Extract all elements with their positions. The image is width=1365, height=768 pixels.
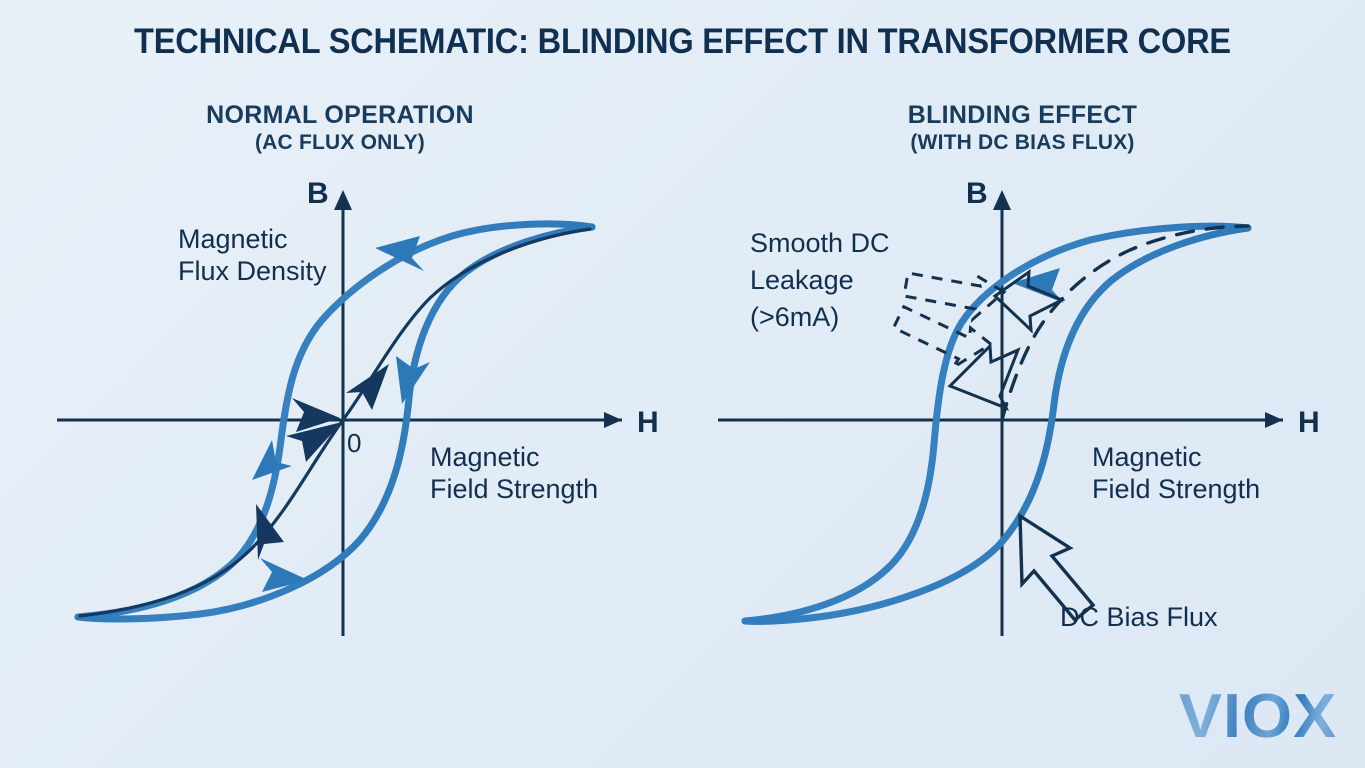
smooth-dc-leakage-line1: Smooth DC bbox=[750, 228, 890, 258]
right-dc-leakage-dashed-curve bbox=[1000, 224, 1250, 422]
left-axis-y-desc-line1: Magnetic bbox=[178, 224, 288, 254]
right-dashed-callout-arrows bbox=[891, 271, 1007, 369]
dc-bias-flux-arrow bbox=[1018, 512, 1096, 623]
right-axis-x-desc-line1: Magnetic bbox=[1092, 442, 1202, 472]
viox-logo: VIOX bbox=[1178, 682, 1337, 751]
left-x-axis-arrowhead bbox=[604, 412, 622, 428]
left-axis-y-letter: B bbox=[307, 177, 329, 210]
left-panel-graph: B Magnetic Flux Density H Magnetic Field… bbox=[57, 177, 659, 636]
inner-arrowhead-down-left bbox=[292, 398, 340, 432]
page-title: TECHNICAL SCHEMATIC: BLINDING EFFECT IN … bbox=[134, 22, 1231, 61]
arrowhead-upper-left bbox=[375, 236, 424, 271]
left-axis-x-letter: H bbox=[637, 406, 659, 439]
left-loop-descending-branch bbox=[74, 223, 596, 623]
inner-arrowhead-down bbox=[256, 504, 284, 560]
right-axis-x-desc-line2: Field Strength bbox=[1092, 474, 1260, 504]
right-axis-y-letter: B bbox=[966, 177, 988, 210]
solid-callout-arrow-lower bbox=[947, 342, 1021, 411]
dc-bias-flux-label: DC Bias Flux bbox=[1060, 602, 1218, 632]
smooth-dc-leakage-line2: Leakage bbox=[750, 265, 854, 295]
panel-title-left: NORMAL OPERATION (AC FLUX ONLY) bbox=[60, 101, 620, 155]
panel-title-left-line2: (AC FLUX ONLY) bbox=[254, 130, 426, 154]
left-inner-direction-arrows bbox=[256, 364, 389, 560]
left-origin-label: 0 bbox=[347, 428, 361, 458]
smooth-dc-leakage-line3: (>6mA) bbox=[750, 302, 839, 332]
panel-title-right: BLINDING EFFECT (WITH DC BIAS FLUX) bbox=[735, 101, 1310, 155]
inner-arrowhead-up bbox=[346, 364, 389, 410]
right-y-axis-arrowhead bbox=[993, 190, 1011, 210]
left-axis-y-desc-line2: Flux Density bbox=[178, 256, 327, 286]
solid-callout-arrow-upper bbox=[992, 268, 1066, 334]
panel-title-right-line1: BLINDING EFFECT bbox=[907, 101, 1138, 129]
right-axis-x-letter: H bbox=[1298, 406, 1320, 439]
left-loop-direction-arrows bbox=[252, 236, 430, 592]
right-solid-callout-arrows bbox=[947, 268, 1066, 411]
inner-arrowhead-lower bbox=[286, 422, 342, 462]
left-y-axis-arrowhead bbox=[334, 190, 352, 210]
dashed-callout-arrow-lower bbox=[891, 304, 994, 369]
left-axes bbox=[57, 190, 622, 636]
arrowhead-right-up bbox=[396, 356, 430, 404]
right-panel-graph: B H Magnetic Field Strength Smooth DC Le… bbox=[718, 177, 1320, 636]
right-loop-lower-branch bbox=[741, 224, 1252, 625]
left-initial-magnetisation-curve bbox=[78, 227, 592, 618]
panel-title-left-line1: NORMAL OPERATION bbox=[206, 101, 474, 129]
arrowhead-lower-right bbox=[260, 558, 308, 592]
left-axis-x-desc-line1: Magnetic bbox=[430, 442, 540, 472]
dashed-callout-arrow-upper bbox=[902, 271, 1007, 324]
panel-title-right-line2: (WITH DC BIAS FLUX) bbox=[910, 130, 1135, 154]
right-loop-upper-branch bbox=[741, 222, 1252, 625]
left-axis-x-desc-line2: Field Strength bbox=[430, 474, 598, 504]
arrowhead-left-down bbox=[252, 440, 292, 480]
right-x-axis-arrowhead bbox=[1265, 412, 1283, 428]
